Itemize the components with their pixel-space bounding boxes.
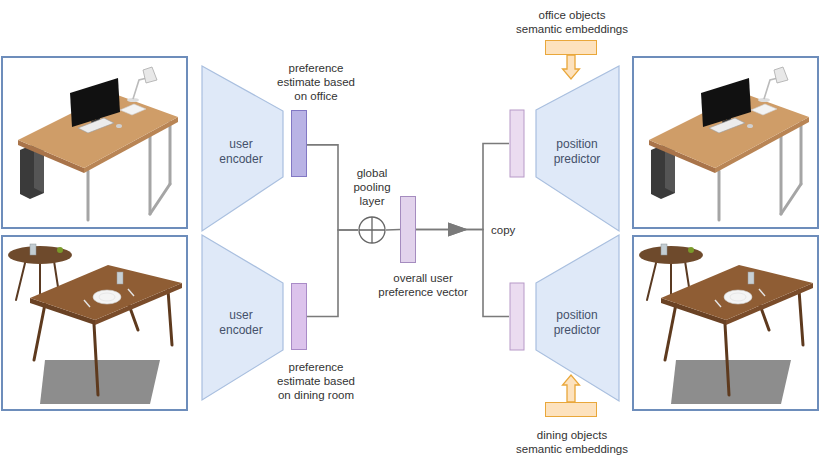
embedding-bar: office objects semantic embeddings [545,40,597,55]
preference-vector: overall user preference vector [400,196,416,263]
dining-scene [633,236,818,410]
trapezoid-outline [202,235,283,400]
office-scene [2,57,187,228]
trapezoid-outline [536,66,619,231]
block-arrow [563,55,580,79]
trapezoid-outline [202,66,283,231]
block-arrow [563,375,580,402]
connector-path [386,229,400,231]
block-arrow-shape [563,375,580,402]
plus-symbol [359,217,385,243]
pooling-circle-outline [359,217,385,243]
connector-line [307,230,358,317]
connector-path [416,143,509,229]
encoder-trapezoid: user encoder [201,65,284,233]
connector-path [307,145,358,230]
embedding-bar: dining objects semantic embeddings [545,402,597,417]
encoder-trapezoid: user encoder [201,234,284,402]
node-label: preference estimate based on dining room [270,360,362,402]
connector-path [307,230,358,317]
connector-line [307,145,358,230]
preference-vector: preference estimate based on office [291,110,307,177]
connector-line [386,229,400,231]
arrow-head [448,223,468,237]
block-arrow-shape [563,55,580,79]
preference-vector: preference estimate based on dining room [291,283,307,350]
node-label: user encoder [213,137,269,167]
preference-vector [510,283,524,350]
pooling-circle-shape [358,216,386,244]
predictor-trapezoid: position predictor [509,65,620,232]
arrow-head [448,223,468,237]
dining-scene [2,236,187,410]
node-label: overall user preference vector [378,271,468,299]
node-label: preference estimate based on office [272,61,360,103]
preference-vector [510,110,524,177]
trapezoid-outline [536,235,619,401]
node-label: user encoder [213,308,269,338]
node-label: position predictor [546,308,608,338]
node-label: dining objects semantic embeddings [514,428,630,456]
node-label: office objects semantic embeddings [514,8,630,36]
office-scene [633,57,818,228]
node-label: global pooling layer [342,166,402,208]
copy-label: copy [489,223,517,237]
predictor-trapezoid: position predictor [509,234,620,402]
node-label: position predictor [546,137,608,167]
pooling-circle: global pooling layer [358,216,386,244]
